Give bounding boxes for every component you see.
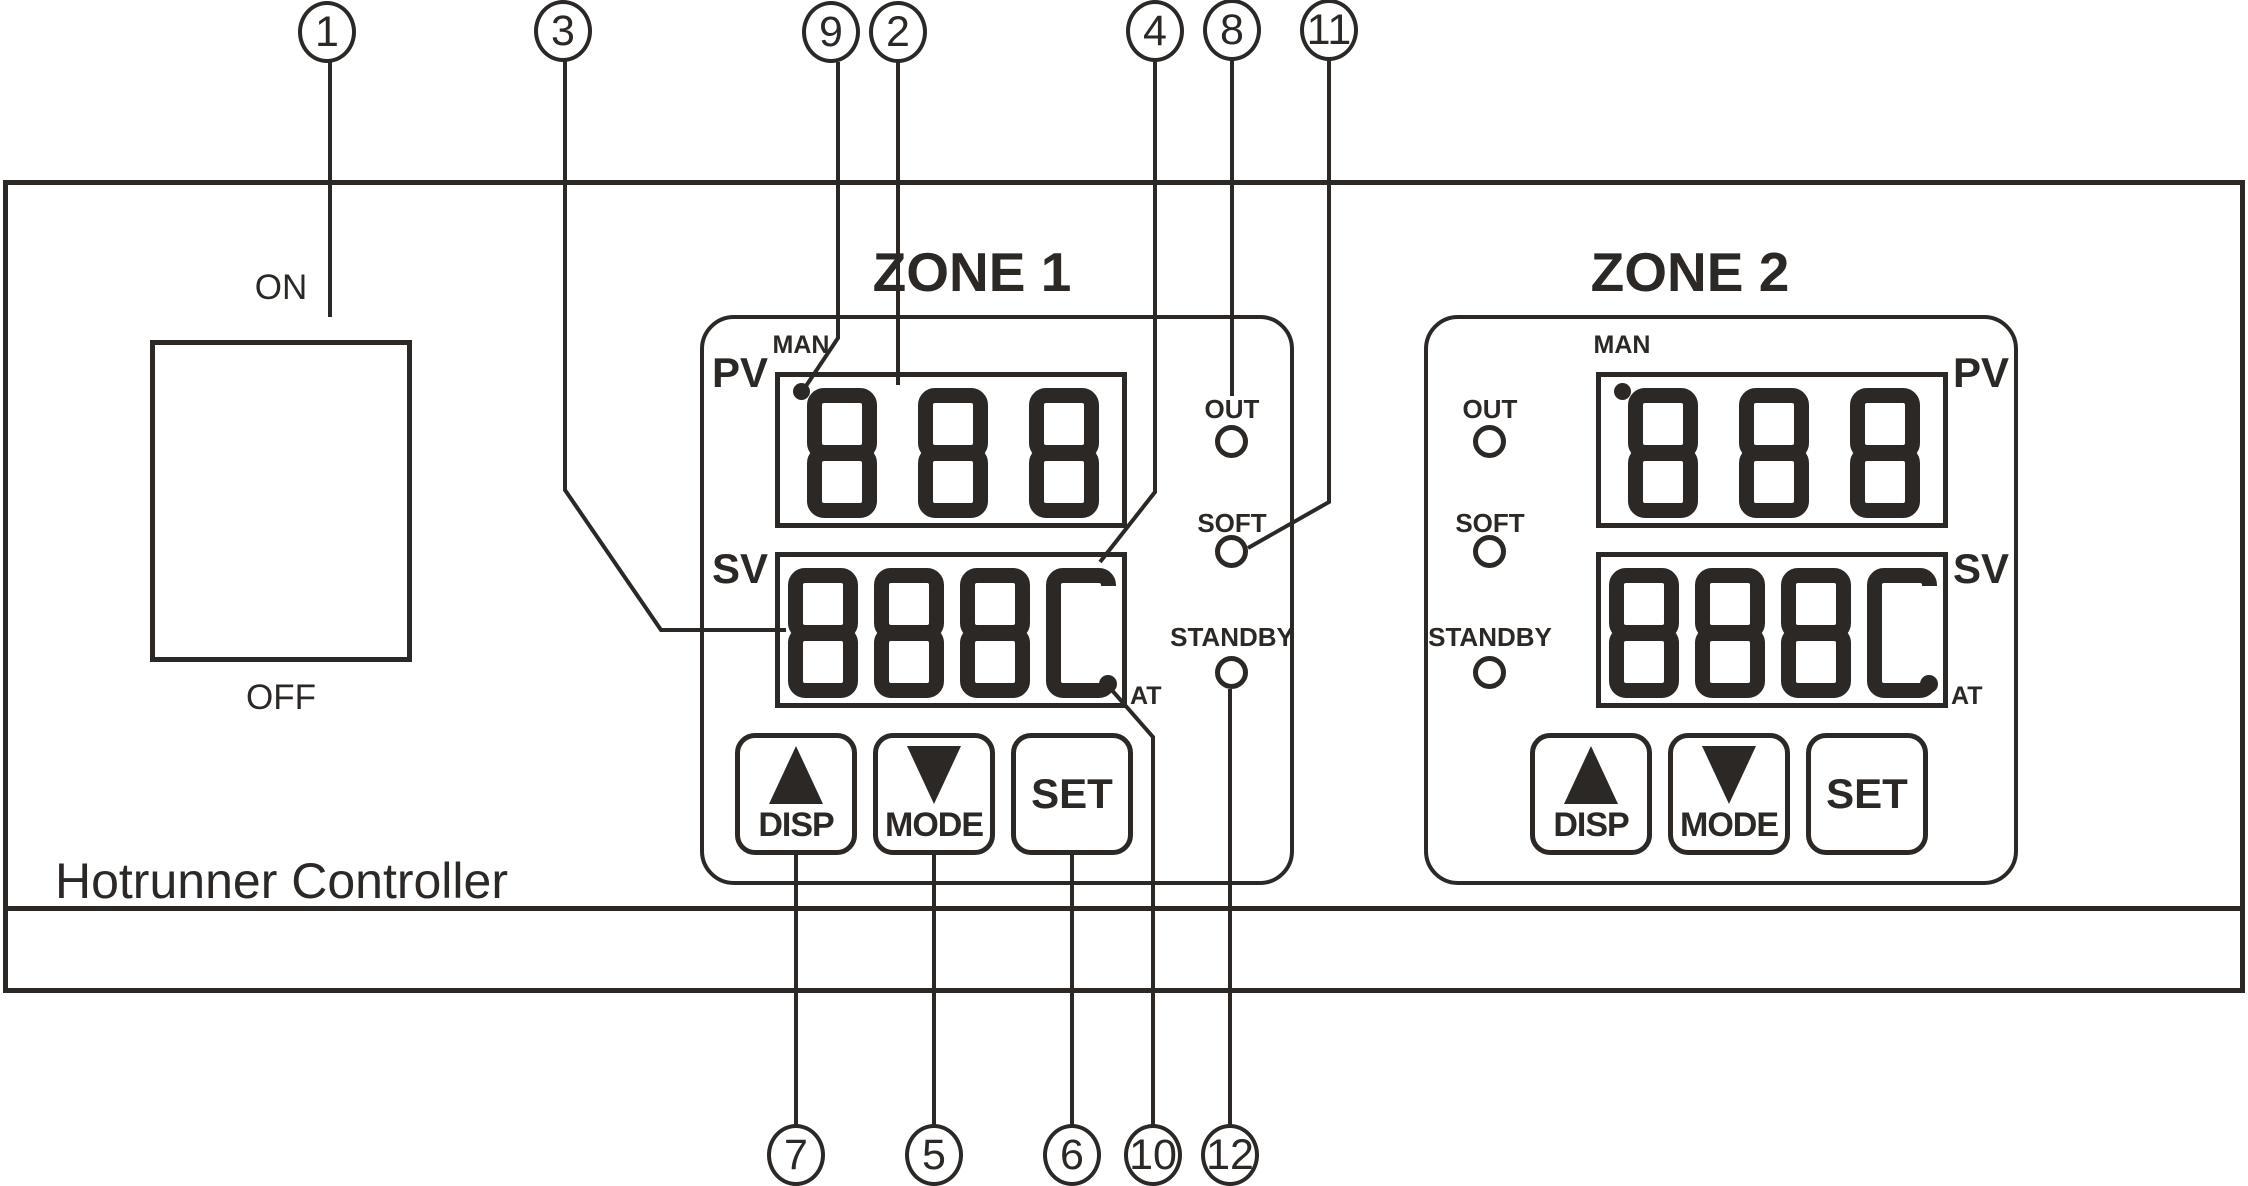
callout-line-10 — [1108, 686, 1155, 1125]
down-triangle-icon — [1702, 746, 1756, 804]
zone2-sv-value — [1609, 568, 1937, 698]
zone1-out-label: OUT — [1204, 394, 1260, 424]
callout-5-mode-button: 5 — [905, 1124, 963, 1186]
zone2-title: ZONE 2 — [1590, 241, 1790, 303]
zone2-sv-label: SV — [1953, 545, 2010, 592]
callout-4-unit-glyph: 4 — [1126, 0, 1184, 62]
zone1-man-indicator-dot — [793, 383, 810, 400]
power-off-label: OFF — [246, 678, 316, 717]
zone2-standby-label: STANDBY — [1428, 622, 1552, 652]
power-switch[interactable] — [150, 340, 412, 662]
zone1-sv-value — [788, 568, 1116, 698]
zone2-set-button-label: SET — [1826, 770, 1908, 817]
power-on-label: ON — [254, 268, 308, 307]
zone1-set-button-label: SET — [1031, 770, 1113, 817]
zone1-at-indicator-dot — [1099, 675, 1117, 693]
zone2-soft-label: SOFT — [1455, 508, 1525, 538]
zone1-pv-value — [807, 388, 1099, 518]
up-triangle-icon — [769, 746, 823, 804]
callout-8-out-lamp: 8 — [1203, 0, 1261, 61]
zone2-set-button[interactable]: SET — [1806, 733, 1928, 855]
zone1-mode-button[interactable]: MODE — [873, 733, 995, 855]
zone2-man-indicator-dot — [1614, 383, 1631, 400]
seven-segment-digit-8 — [1739, 388, 1809, 518]
seven-segment-digit-8 — [807, 388, 877, 518]
callout-line-9 — [804, 62, 840, 388]
zone2-man-label: MAN — [1593, 331, 1651, 359]
callout-10-at-dot: 10 — [1124, 1124, 1182, 1186]
seven-segment-unit-c-glyph — [1867, 568, 1937, 698]
zone2-mode-button[interactable]: MODE — [1668, 733, 1790, 855]
zone1-at-label: AT — [1130, 682, 1162, 710]
zone2-standby-lamp — [1473, 656, 1506, 689]
zone1-set-button[interactable]: SET — [1011, 733, 1133, 855]
callout-line-3 — [563, 60, 786, 632]
seven-segment-digit-8 — [1695, 568, 1765, 698]
zone2-controller — [1424, 315, 2018, 885]
panel-title: Hotrunner Controller — [55, 853, 508, 909]
callout-line-11 — [1247, 59, 1331, 550]
zone1-disp-button-label: DISP — [758, 806, 834, 844]
zone2-out-label: OUT — [1462, 394, 1518, 424]
zone2-mode-button-label: MODE — [1680, 806, 1779, 844]
seven-segment-digit-8 — [1781, 568, 1851, 698]
zone1-soft-label: SOFT — [1197, 508, 1267, 538]
zone1-title: ZONE 1 — [872, 241, 1072, 303]
zone1-pv-label: PV — [711, 349, 768, 396]
zone2-disp-button[interactable]: DISP — [1530, 733, 1652, 855]
zone1-man-label: MAN — [772, 331, 830, 359]
zone2-pv-label: PV — [1953, 349, 2010, 396]
callout-2-pv-display: 2 — [869, 1, 927, 63]
zone1-sv-label: SV — [711, 545, 768, 592]
zone1-soft-lamp — [1215, 535, 1248, 568]
callout-6-set-button: 6 — [1043, 1124, 1101, 1186]
callout-12-standby-lamp: 12 — [1201, 1124, 1259, 1186]
zone1-out-lamp — [1215, 425, 1248, 458]
panel-bottom-strip-line — [3, 906, 2245, 911]
callout-7-disp-button: 7 — [767, 1124, 825, 1186]
zone1-standby-label: STANDBY — [1170, 622, 1294, 652]
zone2-at-label: AT — [1951, 682, 1983, 710]
seven-segment-digit-8 — [1609, 568, 1679, 698]
zone2-pv-value — [1628, 388, 1920, 518]
seven-segment-unit-c-glyph — [1046, 568, 1116, 698]
front-panel — [3, 180, 2245, 993]
seven-segment-digit-8 — [1029, 388, 1099, 518]
callout-line-4 — [1098, 60, 1157, 564]
seven-segment-digit-8 — [1628, 388, 1698, 518]
zone2-soft-lamp — [1473, 535, 1506, 568]
up-triangle-icon — [1564, 746, 1618, 804]
seven-segment-digit-8 — [918, 388, 988, 518]
zone1-disp-button[interactable]: DISP — [735, 733, 857, 855]
zone1-standby-lamp — [1215, 656, 1248, 689]
callout-11-soft-lamp: 11 — [1300, 0, 1358, 61]
seven-segment-digit-8 — [788, 568, 858, 698]
callout-9-man-dot: 9 — [802, 1, 860, 63]
seven-segment-digit-8 — [960, 568, 1030, 698]
zone1-controller — [700, 315, 1294, 885]
down-triangle-icon — [907, 746, 961, 804]
zone2-out-lamp — [1473, 425, 1506, 458]
callout-1-power-switch: 1 — [298, 1, 356, 63]
seven-segment-digit-8 — [874, 568, 944, 698]
zone2-at-indicator-dot — [1920, 675, 1938, 693]
zone1-mode-button-label: MODE — [885, 806, 984, 844]
seven-segment-digit-8 — [1850, 388, 1920, 518]
zone2-disp-button-label: DISP — [1553, 806, 1629, 844]
callout-3-sv-display: 3 — [534, 0, 592, 62]
